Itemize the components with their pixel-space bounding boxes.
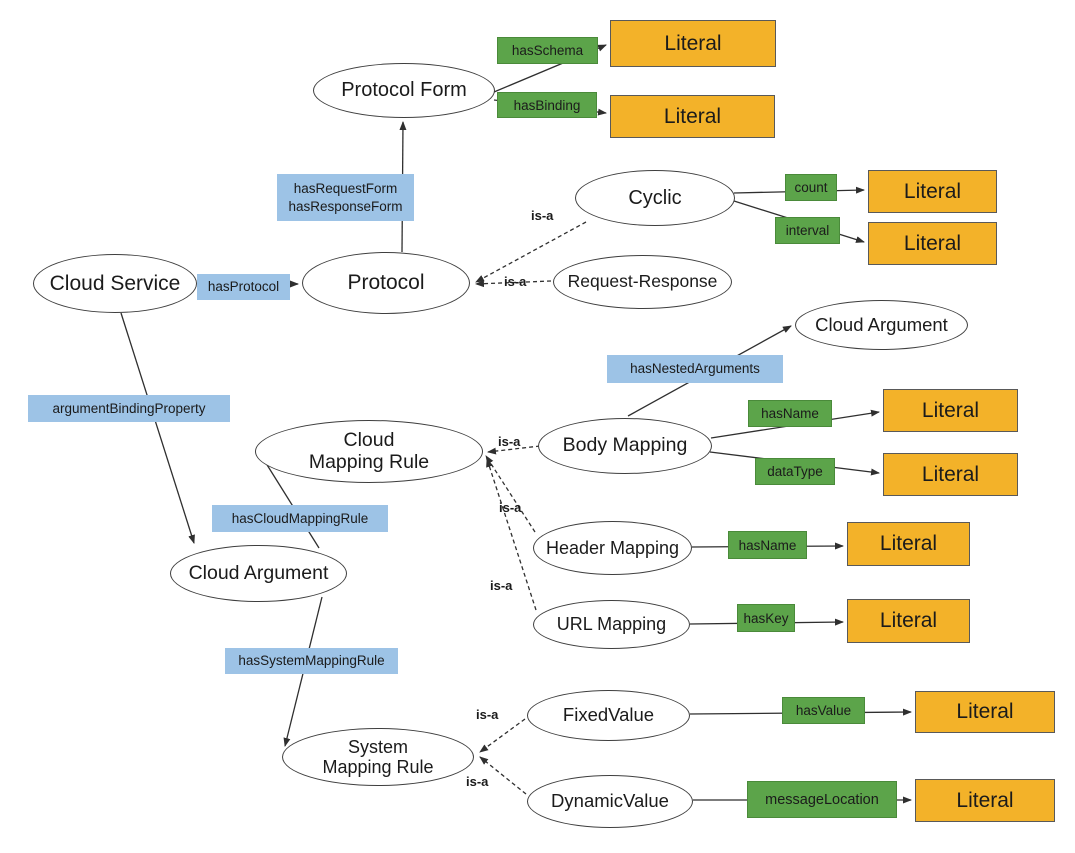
edge-isa-fixedvalue <box>479 718 526 753</box>
isa-label-requestresponse: is-a <box>504 274 527 289</box>
class-cloud-mapping-rule-line2: Mapping Rule <box>308 450 430 473</box>
property-messagelocation-label: messageLocation <box>765 791 879 808</box>
class-header-mapping-label: Header Mapping <box>545 537 680 558</box>
property-hasprotocol: hasProtocol <box>197 274 290 300</box>
literal-datatype: Literal <box>883 453 1018 496</box>
edge-isa-requestresponse <box>475 280 552 288</box>
class-request-response: Request-Response <box>553 255 732 309</box>
property-interval: interval <box>775 217 840 244</box>
literal-hasbinding: Literal <box>610 95 775 138</box>
property-count-label: count <box>794 180 828 195</box>
literal-label: Literal <box>903 231 962 255</box>
class-cloud-service-label: Cloud Service <box>49 271 181 295</box>
class-cloud-argument-top: Cloud Argument <box>795 300 968 350</box>
property-haskey-label: hasKey <box>743 610 789 626</box>
property-hasresponseform-label: hasResponseForm <box>288 198 403 214</box>
isa-label-headermapping: is-a <box>499 500 522 515</box>
property-hasname-header: hasName <box>728 531 807 559</box>
class-protocol-label: Protocol <box>347 271 425 295</box>
literal-interval: Literal <box>868 222 997 265</box>
class-body-mapping: Body Mapping <box>538 418 712 474</box>
property-hasname-body-label: hasName <box>761 406 819 421</box>
literal-label: Literal <box>664 31 722 55</box>
edge-isa-dynamicvalue <box>479 756 527 795</box>
literal-hasvalue: Literal <box>915 691 1055 733</box>
property-hasvalue-label: hasValue <box>795 703 852 718</box>
class-cyclic: Cyclic <box>575 170 735 226</box>
literal-label: Literal <box>956 788 1014 812</box>
isa-label-cyclic: is-a <box>531 208 554 223</box>
property-hasnestedarguments: hasNestedArguments <box>607 355 783 383</box>
property-hasrequestform-label: hasRequestForm <box>293 180 398 196</box>
property-hasbinding: hasBinding <box>497 92 597 118</box>
class-cloud-argument-label: Cloud Argument <box>188 561 329 584</box>
isa-label-fixedvalue: is-a <box>476 707 499 722</box>
literal-messagelocation: Literal <box>915 779 1055 822</box>
isa-label-bodymapping: is-a <box>498 434 521 449</box>
class-system-mapping-rule-line2: Mapping Rule <box>322 757 434 777</box>
property-hasvalue: hasValue <box>782 697 865 724</box>
property-datatype-label: dataType <box>767 464 823 479</box>
property-hascloudmappingrule: hasCloudMappingRule <box>212 505 388 532</box>
property-hasschema: hasSchema <box>497 37 598 64</box>
literal-hasschema: Literal <box>610 20 776 67</box>
literal-label: Literal <box>921 462 980 486</box>
isa-label-urlmapping: is-a <box>490 578 513 593</box>
property-hasprotocol-label: hasProtocol <box>207 279 280 295</box>
class-protocol-form: Protocol Form <box>313 63 495 118</box>
edge-isa-headermapping <box>485 455 536 533</box>
class-cyclic-label: Cyclic <box>628 186 682 209</box>
class-cloud-argument-top-label: Cloud Argument <box>815 313 948 335</box>
property-hasnestedarguments-label: hasNestedArguments <box>630 361 760 377</box>
class-body-mapping-label: Body Mapping <box>562 434 688 457</box>
property-hasname-body: hasName <box>748 400 832 427</box>
literal-hasname-body: Literal <box>883 389 1018 432</box>
class-request-response-label: Request-Response <box>567 271 718 292</box>
property-argumentbindingproperty: argumentBindingProperty <box>28 395 230 422</box>
literal-label: Literal <box>879 532 938 555</box>
class-protocol: Protocol <box>302 252 470 314</box>
property-messagelocation: messageLocation <box>747 781 897 818</box>
class-dynamicvalue-label: DynamicValue <box>551 790 669 812</box>
class-cloud-argument: Cloud Argument <box>170 545 347 602</box>
class-protocol-form-label: Protocol Form <box>341 79 467 102</box>
property-hassystemmappingrule: hasSystemMappingRule <box>225 648 398 674</box>
property-hassystemmappingrule-label: hasSystemMappingRule <box>238 653 385 669</box>
class-dynamicvalue: DynamicValue <box>527 775 693 828</box>
property-hasname-header-label: hasName <box>738 537 797 553</box>
property-haskey: hasKey <box>737 604 795 632</box>
class-cloud-mapping-rule-line1: Cloud <box>343 428 395 451</box>
literal-label: Literal <box>879 609 938 632</box>
class-url-mapping: URL Mapping <box>533 600 690 649</box>
edge-argumentbindingproperty <box>120 312 195 544</box>
class-system-mapping-rule: System Mapping Rule <box>282 728 474 786</box>
property-hascloudmappingrule-label: hasCloudMappingRule <box>231 510 369 526</box>
class-cloud-mapping-rule: Cloud Mapping Rule <box>255 420 483 483</box>
literal-label: Literal <box>956 700 1014 723</box>
literal-haskey: Literal <box>847 599 970 643</box>
property-hasrequestform-hasresponseform: hasRequestForm hasResponseForm <box>277 174 414 221</box>
literal-label: Literal <box>663 104 722 128</box>
property-hasschema-label: hasSchema <box>511 43 584 58</box>
edge-hascloudmappingrule <box>258 451 320 549</box>
property-interval-label: interval <box>785 223 830 238</box>
class-fixedvalue-label: FixedValue <box>562 704 655 726</box>
literal-label: Literal <box>903 179 962 203</box>
class-cloud-service: Cloud Service <box>33 254 197 313</box>
class-system-mapping-rule-line1: System <box>347 736 408 757</box>
class-url-mapping-label: URL Mapping <box>556 614 667 635</box>
isa-label-dynamicvalue: is-a <box>466 774 489 789</box>
edge-isa-urlmapping <box>486 458 537 611</box>
class-header-mapping: Header Mapping <box>533 521 692 575</box>
property-argumentbindingproperty-label: argumentBindingProperty <box>52 400 206 416</box>
literal-hasname-header: Literal <box>847 522 970 566</box>
property-datatype: dataType <box>755 458 835 485</box>
literal-label: Literal <box>921 398 980 422</box>
literal-count: Literal <box>868 170 997 213</box>
class-fixedvalue: FixedValue <box>527 690 690 741</box>
property-hasbinding-label: hasBinding <box>513 97 581 113</box>
edge-isa-bodymapping <box>487 445 541 455</box>
property-count: count <box>785 174 837 201</box>
